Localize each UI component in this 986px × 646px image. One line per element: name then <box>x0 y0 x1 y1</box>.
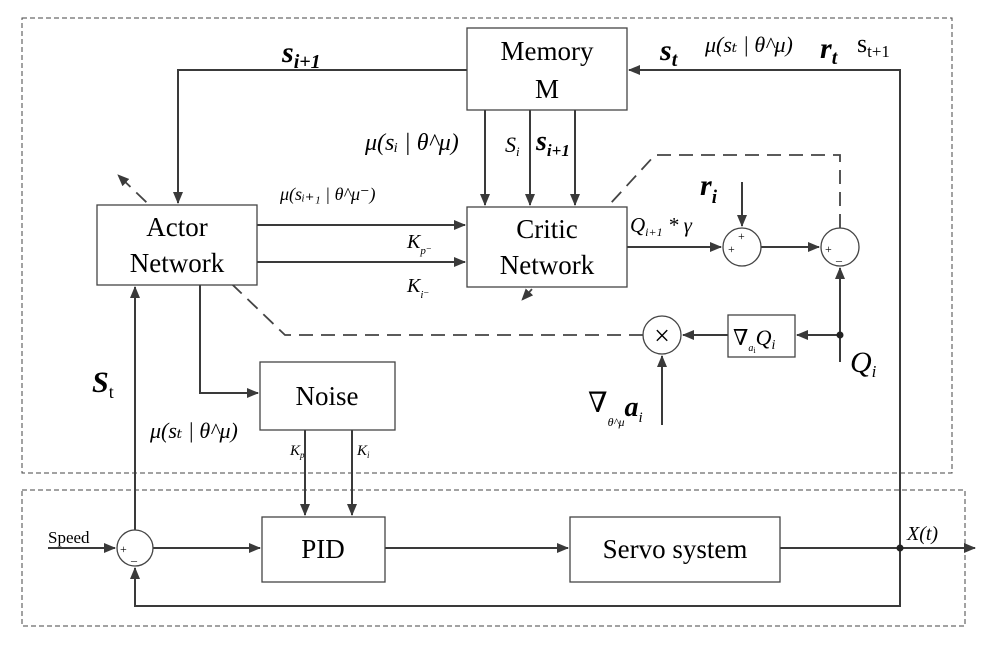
grad-q-label: ∇aiQi <box>733 325 776 355</box>
speed-sum-junction: + _ <box>116 529 154 567</box>
label-S-t-left: St <box>92 366 114 402</box>
actor-label-1: Actor <box>146 212 207 242</box>
sum-junction-1: + + <box>722 227 762 267</box>
pid-block: PID <box>261 516 386 583</box>
multiply-junction: × <box>642 315 682 355</box>
sum-junction-2: + _ <box>820 227 860 267</box>
svg-text:+: + <box>825 242 832 256</box>
label-X-t: X(t) <box>906 523 938 545</box>
label-mu-si1-target: μ(sᵢ₊₁ | θ^μ⁻) <box>279 184 376 205</box>
label-s-t-top: st <box>659 34 679 71</box>
memory-block: Memory M <box>466 27 628 111</box>
label-mu-st-noise: μ(sₜ | θ^μ) <box>149 418 238 443</box>
svg-text:+: + <box>738 229 745 243</box>
actor-network-block: Actor Network <box>96 204 258 286</box>
svg-text:_: _ <box>130 549 138 563</box>
control-loop-frame <box>21 489 966 627</box>
label-s-t1-top: st+1 <box>857 29 890 61</box>
memory-label-1: Memory <box>501 36 594 66</box>
label-Kp-target: Kp⁻ <box>406 231 432 257</box>
connections <box>48 65 976 607</box>
label-S-i: Si <box>505 132 520 159</box>
actor-label-2: Network <box>130 248 225 278</box>
label-r-t-top: rt <box>820 32 839 69</box>
critic-label-1: Critic <box>516 214 578 244</box>
grad-q-block: ∇aiQi <box>727 314 796 358</box>
label-Kp: Kp <box>289 443 305 460</box>
label-r-i: ri <box>700 169 718 208</box>
label-Ki: Ki <box>356 443 370 460</box>
ddpg-frame <box>21 17 953 474</box>
svg-text:_: _ <box>835 249 843 263</box>
svg-text:+: + <box>120 542 127 556</box>
noise-block: Noise <box>259 361 396 431</box>
servo-system-block: Servo system <box>569 516 781 583</box>
label-Q-i: Qi <box>850 346 877 381</box>
label-speed: Speed <box>48 528 90 547</box>
pid-label: PID <box>301 534 345 564</box>
servo-label: Servo system <box>603 534 748 564</box>
noise-label: Noise <box>296 381 359 411</box>
label-Q-gamma: Qi+1 * γ <box>630 213 693 239</box>
critic-label-2: Network <box>500 250 595 280</box>
critic-network-block: Critic Network <box>466 206 628 288</box>
svg-text:+: + <box>728 242 735 256</box>
memory-label-2: M <box>535 74 559 104</box>
label-s-i1-mid: si+1 <box>535 126 570 160</box>
label-s-i1-top: si+1 <box>281 36 321 73</box>
label-mu-st-top: μ(sₜ | θ^μ) <box>704 32 793 57</box>
label-Ki-target: Ki⁻ <box>406 275 429 301</box>
label-mu-si: μ(sᵢ | θ^μ) <box>364 130 459 156</box>
svg-text:×: × <box>654 321 670 352</box>
label-grad-theta-a: ∇θ^μai <box>588 388 643 429</box>
